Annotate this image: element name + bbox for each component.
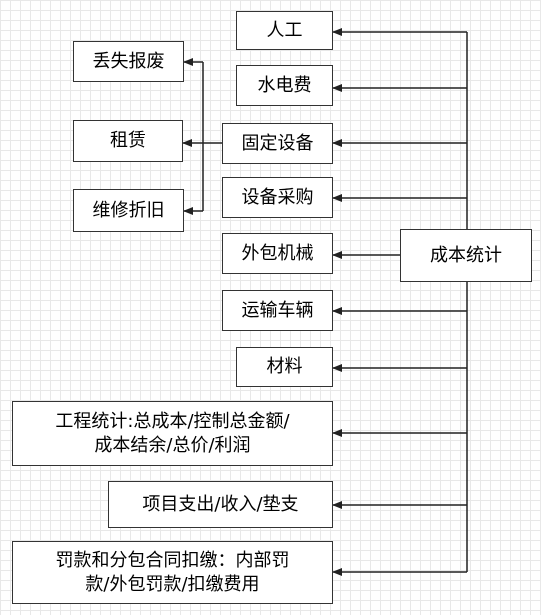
node-fixed-equipment: 固定设备 [222,123,333,164]
hub-label: 成本统计 [430,244,502,266]
node-utilities-label: 水电费 [257,74,312,96]
node-loss-scrap-label: 丢失报废 [92,50,165,72]
node-penalties-label: 罚款和分包合同扣缴：内部罚 款/外包罚款/扣缴费用 [55,549,290,595]
node-project-expenses: 项目支出/收入/垫支 [108,481,333,528]
node-project-statistics: 工程统计:总成本/控制总金额/ 成本结余/总价/利润 [12,401,333,466]
node-utilities: 水电费 [236,65,333,106]
node-outsourced-machinery: 外包机械 [222,233,333,274]
node-project-expenses-label: 项目支出/收入/垫支 [142,493,299,515]
node-transport-vehicles-label: 运输车辆 [241,299,314,321]
node-repair-depreciation: 维修折旧 [73,189,184,232]
node-lease-label: 租赁 [110,130,146,151]
node-transport-vehicles: 运输车辆 [222,290,333,331]
node-outsourced-machinery-label: 外包机械 [241,242,314,264]
node-materials-label: 材料 [266,356,303,377]
node-loss-scrap: 丢失报废 [73,41,184,82]
node-repair-depreciation-label: 维修折旧 [92,199,165,221]
node-fixed-equipment-label: 固定设备 [241,132,314,154]
node-penalties: 罚款和分包合同扣缴：内部罚 款/外包罚款/扣缴费用 [12,541,333,604]
node-lease: 租赁 [73,120,183,162]
node-labor: 人工 [236,11,333,50]
node-labor-label: 人工 [266,19,303,41]
node-equipment-purchase: 设备采购 [222,177,333,218]
node-materials: 材料 [236,347,333,387]
node-project-statistics-label: 工程统计:总成本/控制总金额/ 成本结余/总价/利润 [55,410,290,456]
hub-cost-statistics: 成本统计 [400,229,532,282]
node-equipment-purchase-label: 设备采购 [241,186,314,208]
